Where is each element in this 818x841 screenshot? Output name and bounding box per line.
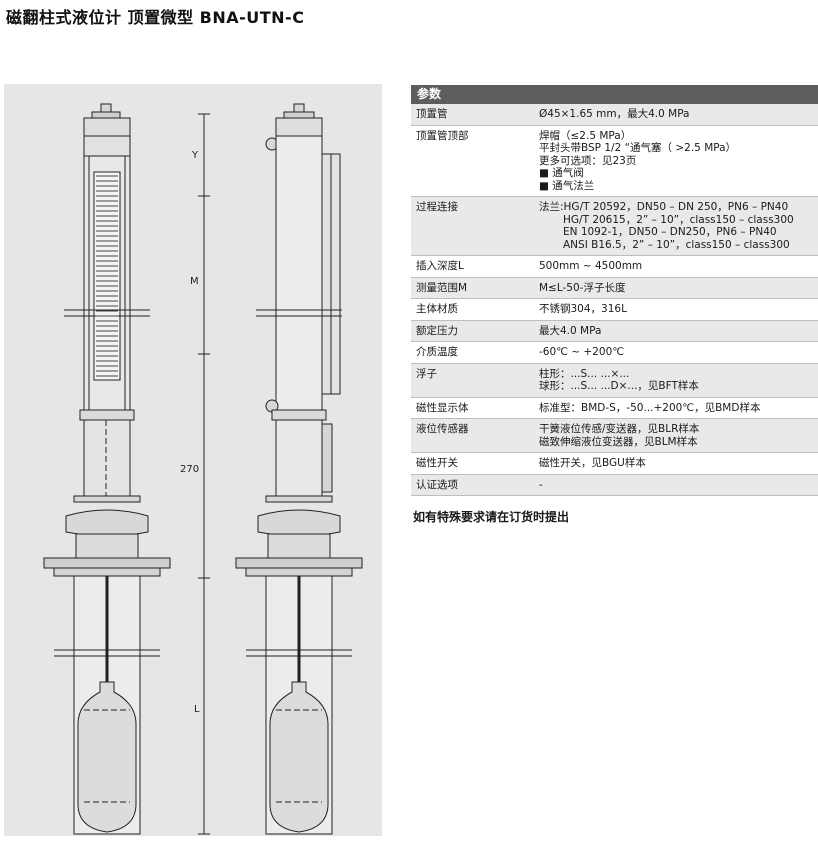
- spec-label: 磁性显示体: [416, 401, 469, 414]
- spec-label: 浮子: [416, 367, 437, 380]
- dim-label-270: 270: [180, 464, 199, 475]
- spec-value-line: 干簧液位传感/变送器，见BLR样本: [539, 423, 700, 435]
- spec-value: Ø45×1.65 mm，最大4.0 MPa: [533, 104, 818, 125]
- spec-label: 液位传感器: [416, 423, 469, 435]
- spec-value-line: 焊帽（≤2.5 MPa）: [539, 129, 632, 142]
- spec-value: 标准型：BMD-S，-50...+200℃，见BMD样本: [533, 398, 818, 419]
- spec-row: 磁性开关 磁性开关，见BGU样本: [411, 453, 818, 475]
- spec-label: 磁性开关: [416, 457, 458, 469]
- spec-value-line: 球形：...S... ...D×...，见BFT样本: [539, 380, 699, 392]
- spec-value-line: 磁致伸缩液位变送器，见BLM样本: [539, 435, 698, 448]
- spec-value: 磁性开关，见BGU样本: [533, 453, 818, 474]
- spec-label: 插入深度L: [416, 260, 464, 272]
- spec-row: 认证选项 -: [411, 474, 818, 496]
- spec-value-line: 法兰:HG/T 20592，DN50 – DN 250，PN6 – PN40: [539, 201, 789, 213]
- spec-label: 过程连接: [416, 201, 458, 213]
- spec-value: 不锈钢304，316L: [533, 299, 818, 320]
- spec-value-line: 平封头带BSP 1/2 “通气塞（ >2.5 MPa）: [539, 142, 737, 154]
- spec-label: 测量范围M: [416, 281, 468, 294]
- spec-header: 参数: [411, 85, 818, 104]
- order-note: 如有特殊要求请在订货时提出: [413, 510, 570, 524]
- spec-value-line: ■ 通气阀: [539, 167, 584, 179]
- spec-row: 介质温度 -60℃ ~ +200℃: [411, 342, 818, 364]
- spec-value-line: 柱形：...S... ...×...: [539, 367, 630, 380]
- drawing-svg: Y M 270 L: [43, 103, 363, 835]
- spec-row: 插入深度L 500mm ~ 4500mm: [411, 256, 818, 278]
- spec-value-line: 更多可选项：见23页: [539, 154, 637, 167]
- spec-value-line: ANSI B16.5，2” – 10”，class150 – class300: [563, 238, 790, 251]
- spec-value: 焊帽（≤2.5 MPa）平封头带BSP 1/2 “通气塞（ >2.5 MPa）更…: [533, 126, 818, 197]
- spec-label: 认证选项: [416, 478, 458, 491]
- spec-row: 顶置管顶部 焊帽（≤2.5 MPa）平封头带BSP 1/2 “通气塞（ >2.5 …: [411, 126, 818, 197]
- spec-label: 主体材质: [416, 303, 458, 315]
- spec-row: 主体材质 不锈钢304，316L: [411, 299, 818, 321]
- indicator-scale: [96, 175, 118, 377]
- spec-row: 过程连接 法兰:HG/T 20592，DN50 – DN 250，PN6 – PN…: [411, 197, 818, 256]
- technical-drawing: Y M 270 L: [4, 84, 382, 836]
- dim-label-y: Y: [191, 150, 199, 161]
- spec-value-line: Ø45×1.65 mm，最大4.0 MPa: [539, 108, 690, 120]
- spec-value: -: [533, 475, 818, 496]
- spec-value: 最大4.0 MPa: [533, 321, 818, 342]
- spec-value-line: -60℃ ~ +200℃: [539, 346, 625, 358]
- spec-row: 液位传感器 干簧液位传感/变送器，见BLR样本磁致伸缩液位变送器，见BLM样本: [411, 419, 818, 453]
- spec-rows: 顶置管 Ø45×1.65 mm，最大4.0 MPa 顶置管顶部 焊帽（≤2.5 MPa…: [411, 104, 818, 496]
- spec-row: 磁性显示体 标准型：BMD-S，-50...+200℃，见BMD样本: [411, 398, 818, 419]
- spec-value: 干簧液位传感/变送器，见BLR样本磁致伸缩液位变送器，见BLM样本: [533, 419, 818, 452]
- spec-label: 额定压力: [416, 324, 458, 337]
- spec-value-line: HG/T 20615，2” – 10”，class150 – class300: [563, 213, 794, 226]
- page-title: 磁翻柱式液位计 顶置微型 BNA-UTN-C: [6, 8, 305, 27]
- spec-label: 介质温度: [416, 346, 458, 358]
- spec-value-line: M≤L-50-浮子长度: [539, 281, 626, 294]
- spec-row: 顶置管 Ø45×1.65 mm，最大4.0 MPa: [411, 104, 818, 126]
- spec-row: 额定压力 最大4.0 MPa: [411, 320, 818, 342]
- spec-value-line: 最大4.0 MPa: [539, 324, 602, 337]
- spec-value-line: 500mm ~ 4500mm: [539, 260, 643, 272]
- spec-value-line: 磁性开关，见BGU样本: [539, 457, 646, 469]
- spec-value: M≤L-50-浮子长度: [533, 278, 818, 299]
- spec-value: 柱形：...S... ...×...球形：...S... ...D×...，见B…: [533, 364, 818, 397]
- spec-value-line: 不锈钢304，316L: [539, 303, 627, 315]
- spec-value-line: -: [539, 478, 543, 491]
- spec-label: 顶置管: [416, 108, 448, 120]
- spec-table: 参数 顶置管 Ø45×1.65 mm，最大4.0 MPa 顶置管顶部 焊帽（≤2.5 …: [411, 85, 818, 525]
- dim-label-m: M: [190, 276, 199, 287]
- spec-value-line: EN 1092-1，DN50 – DN250，PN6 – PN40: [563, 226, 777, 238]
- spec-value-line: 标准型：BMD-S，-50...+200℃，见BMD样本: [539, 401, 761, 414]
- spec-row: 浮子 柱形：...S... ...×...球形：...S... ...D×...，…: [411, 363, 818, 398]
- dim-label-l: L: [194, 704, 200, 715]
- spec-value: 500mm ~ 4500mm: [533, 256, 818, 277]
- spec-row: 测量范围M M≤L-50-浮子长度: [411, 277, 818, 299]
- spec-value-line: ■ 通气法兰: [539, 179, 595, 192]
- spec-value: -60℃ ~ +200℃: [533, 342, 818, 363]
- spec-label: 顶置管顶部: [416, 129, 469, 142]
